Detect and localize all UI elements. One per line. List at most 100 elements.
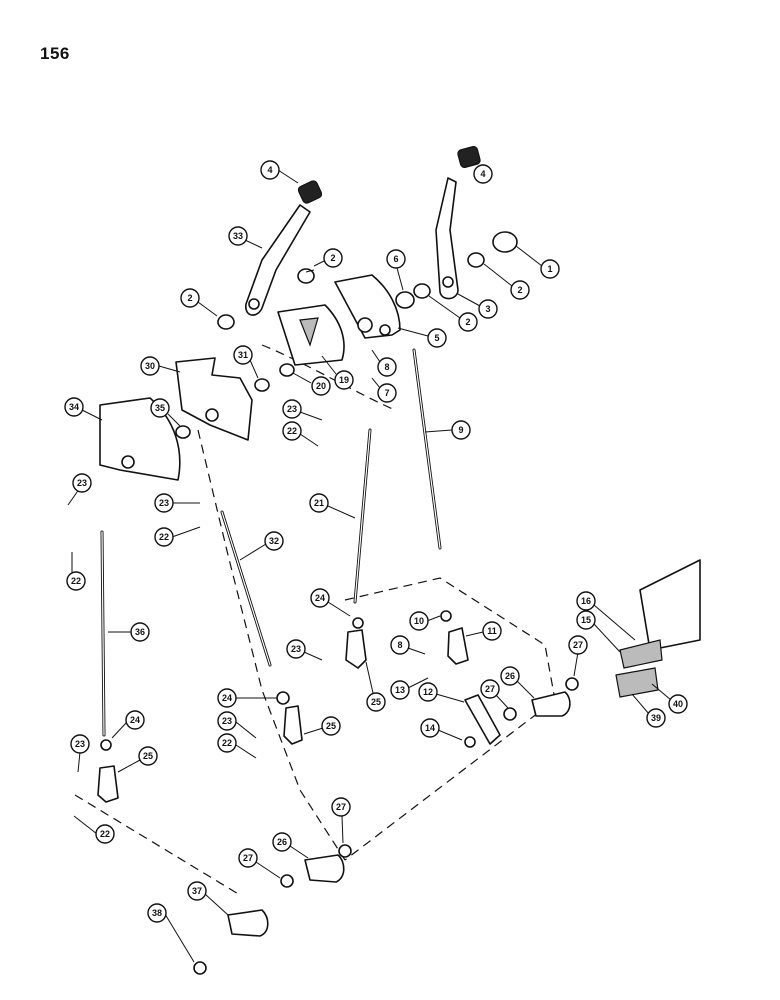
bushing-1 xyxy=(492,231,518,253)
callout-bubble: 3 xyxy=(457,293,498,319)
page-number: 156 xyxy=(40,44,70,63)
callout-bubble: 16 xyxy=(576,591,636,641)
svg-text:8: 8 xyxy=(397,640,402,650)
callout-bubble: 13 xyxy=(390,677,429,700)
callout-bubble: 1 xyxy=(515,245,560,279)
callout-bubble: 8 xyxy=(371,349,397,377)
callout-bubble: 27 xyxy=(331,797,351,844)
callout-bubble: 30 xyxy=(140,356,181,376)
bushings-31-20-35 xyxy=(175,363,295,439)
svg-text:12: 12 xyxy=(423,687,433,697)
svg-text:23: 23 xyxy=(159,498,169,508)
svg-text:1: 1 xyxy=(547,264,552,274)
callout-bubble: 12 xyxy=(418,682,465,703)
callout-bubble: 19 xyxy=(321,355,354,390)
svg-text:27: 27 xyxy=(485,684,495,694)
callout-bubble: 6 xyxy=(386,249,406,291)
shift-shafts-and-housing xyxy=(615,559,701,698)
linkage-path-lines xyxy=(74,344,556,896)
svg-text:9: 9 xyxy=(458,425,463,435)
svg-text:24: 24 xyxy=(315,593,325,603)
shift-knob-right xyxy=(457,146,481,168)
svg-text:37: 37 xyxy=(192,886,202,896)
callout-bubble: 39 xyxy=(631,693,666,728)
callout-bubble: 20 xyxy=(292,372,331,396)
callout-bubble: 23 xyxy=(282,399,323,421)
svg-text:2: 2 xyxy=(465,317,470,327)
callout-bubble: 14 xyxy=(420,718,463,741)
svg-text:27: 27 xyxy=(243,853,253,863)
svg-text:22: 22 xyxy=(287,426,297,436)
shift-rod-9 xyxy=(412,348,442,550)
svg-text:23: 23 xyxy=(75,739,85,749)
svg-text:16: 16 xyxy=(581,596,591,606)
svg-text:13: 13 xyxy=(395,685,405,695)
callout-bubble: 23 xyxy=(67,473,92,506)
svg-text:24: 24 xyxy=(222,693,232,703)
svg-text:11: 11 xyxy=(487,626,497,636)
washers-2 xyxy=(217,252,485,330)
svg-text:38: 38 xyxy=(152,908,162,918)
callout-bubble: 22 xyxy=(73,815,115,844)
spacer-6 xyxy=(395,291,415,309)
callout-bubble: 5 xyxy=(397,327,447,348)
callout-bubble: 36 xyxy=(108,622,150,642)
callout-bubble: 25 xyxy=(303,716,341,736)
svg-text:23: 23 xyxy=(291,644,301,654)
callout-bubble: 24 xyxy=(217,688,277,708)
svg-text:33: 33 xyxy=(233,231,243,241)
svg-text:6: 6 xyxy=(393,254,398,264)
svg-text:26: 26 xyxy=(505,671,515,681)
callout-bubble: 2 xyxy=(180,288,218,317)
svg-text:22: 22 xyxy=(222,738,232,748)
svg-text:22: 22 xyxy=(71,576,81,586)
callout-bubble: 38 xyxy=(147,903,195,963)
callout-bubble: 25 xyxy=(365,661,386,712)
callout-bubble: 27 xyxy=(568,635,588,677)
callout-bubble: 26 xyxy=(272,832,309,859)
svg-text:8: 8 xyxy=(384,362,389,372)
svg-text:5: 5 xyxy=(434,333,439,343)
svg-text:24: 24 xyxy=(130,715,140,725)
snap-rings xyxy=(280,677,579,888)
svg-text:23: 23 xyxy=(222,716,232,726)
svg-text:2: 2 xyxy=(330,253,335,263)
callout-bubble: 23 xyxy=(154,493,200,513)
callout-bubble: 2 xyxy=(428,295,478,332)
svg-text:23: 23 xyxy=(287,404,297,414)
callout-bubble: 4 xyxy=(473,164,493,184)
callout-bubble: 25 xyxy=(117,746,158,773)
svg-text:14: 14 xyxy=(425,723,435,733)
shift-lever-33 xyxy=(245,204,311,316)
svg-text:40: 40 xyxy=(673,699,683,709)
callout-bubble: 22 xyxy=(154,526,201,547)
svg-text:25: 25 xyxy=(326,721,336,731)
callout-bubble: 23 xyxy=(286,639,323,661)
svg-text:15: 15 xyxy=(581,615,591,625)
callout-bubble: 23 xyxy=(70,734,90,773)
svg-text:10: 10 xyxy=(414,616,424,626)
callout-bubble: 8 xyxy=(390,635,426,655)
clevises-25-11 xyxy=(97,627,469,803)
svg-text:26: 26 xyxy=(277,837,287,847)
shift-rod-32 xyxy=(220,510,272,667)
callout-bubble: 2 xyxy=(483,263,530,300)
callout-bubble: 23 xyxy=(217,711,257,739)
shift-rod-36 xyxy=(100,530,106,737)
svg-text:34: 34 xyxy=(69,402,79,412)
svg-text:31: 31 xyxy=(238,350,248,360)
svg-text:30: 30 xyxy=(145,361,155,371)
callout-bubble: 34 xyxy=(64,397,103,421)
svg-text:36: 36 xyxy=(135,627,145,637)
callout-bubble: 35 xyxy=(150,398,181,427)
shift-arms xyxy=(227,691,571,937)
svg-text:39: 39 xyxy=(651,713,661,723)
callout-bubble: 27 xyxy=(480,679,509,709)
svg-text:22: 22 xyxy=(159,532,169,542)
callout-bubble: 15 xyxy=(576,610,621,653)
callout-bubble: 26 xyxy=(500,666,535,699)
callout-bubble: 22 xyxy=(282,421,319,447)
callout-bubble: 4 xyxy=(260,160,299,184)
svg-text:32: 32 xyxy=(269,536,279,546)
